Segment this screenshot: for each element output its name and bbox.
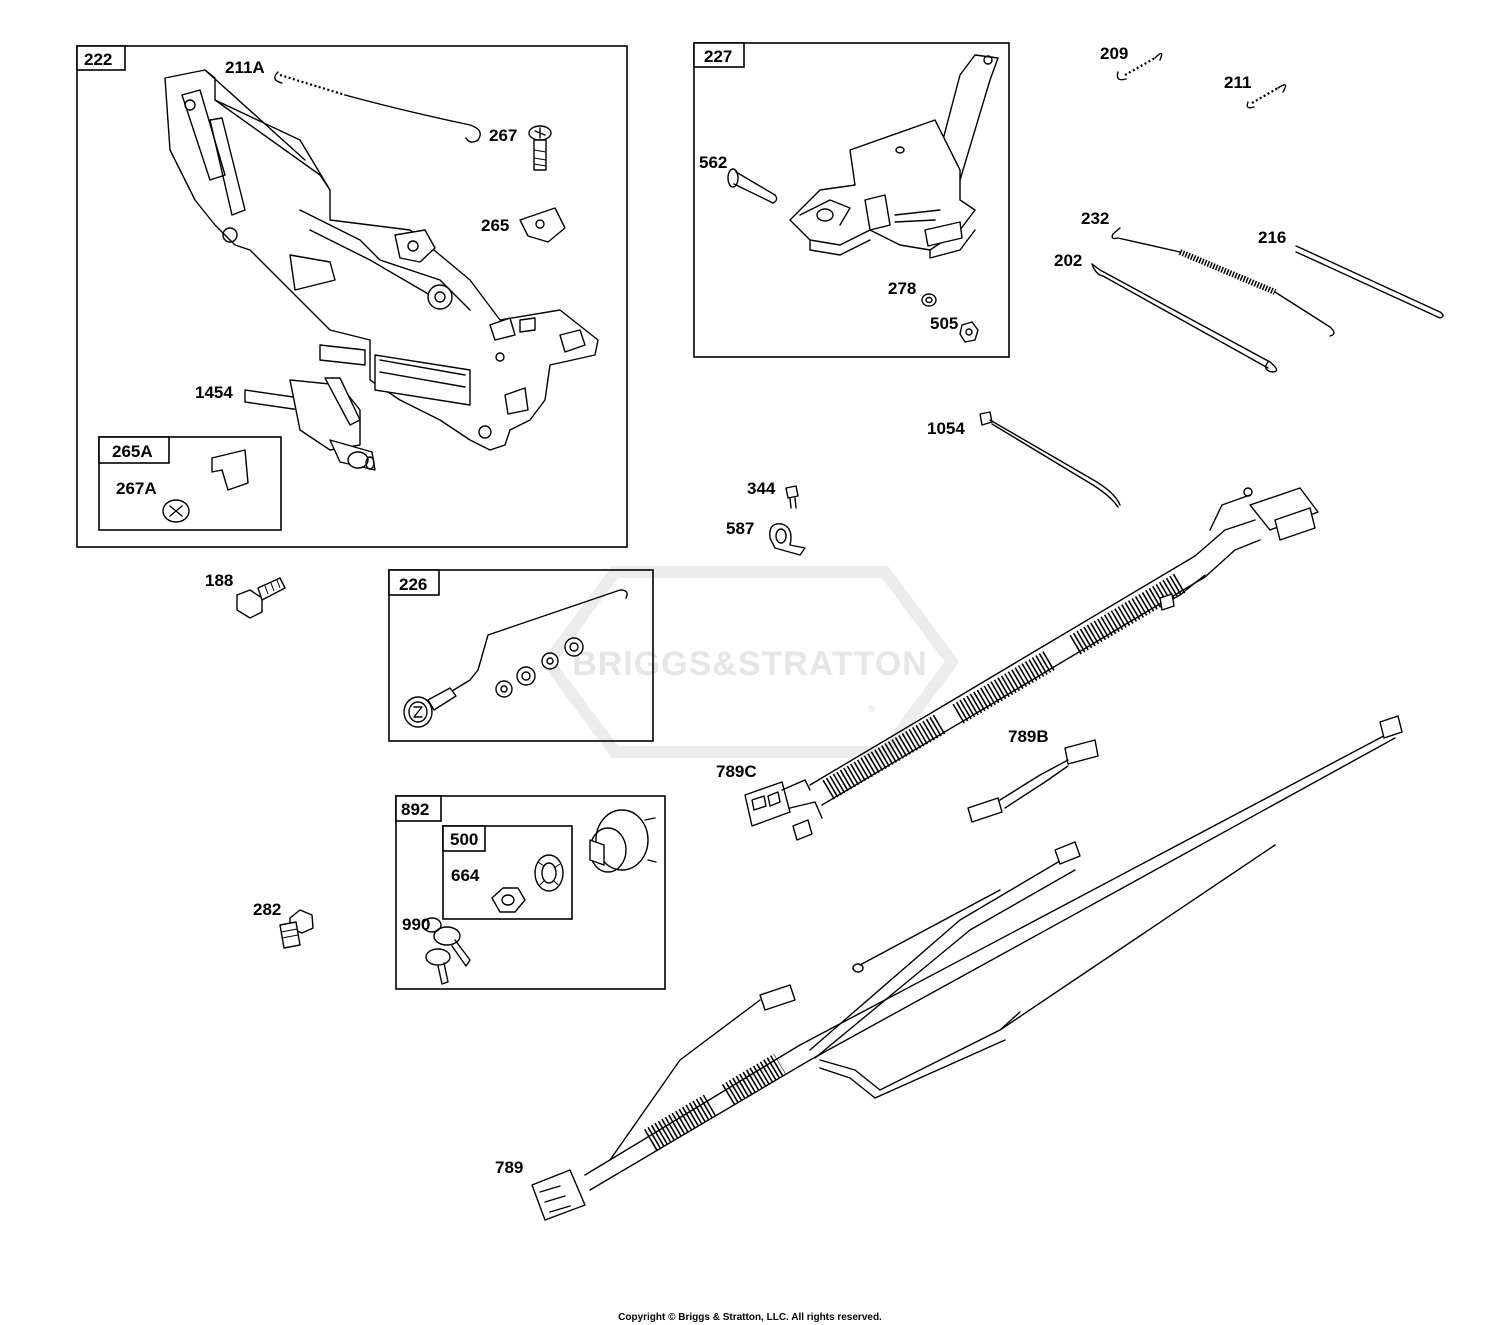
lock-washer-icon xyxy=(534,854,564,892)
group-222-tag xyxy=(76,45,126,71)
bolt-344 xyxy=(785,485,799,509)
group-222-frame xyxy=(76,45,628,548)
part-211A-label[interactable]: 211A xyxy=(225,58,265,77)
part-282-label[interactable]: 282 xyxy=(253,900,281,919)
group-226-label[interactable]: 226 xyxy=(399,575,427,594)
group-500-tag xyxy=(442,825,486,852)
group-892: 892 500 664 990 xyxy=(395,795,666,990)
clamp-587 xyxy=(769,523,806,556)
group-227-tag xyxy=(693,42,745,68)
group-226: 226 xyxy=(388,569,654,742)
wire-harness-789C xyxy=(744,487,1319,841)
copyright-notice: Copyright © Briggs & Stratton, LLC. All … xyxy=(618,1312,882,1323)
part-267-label[interactable]: 267 xyxy=(489,126,517,145)
part-265-label[interactable]: 265 xyxy=(481,216,509,235)
part-188-label[interactable]: 188 xyxy=(205,571,233,590)
control-lever-bracket xyxy=(789,54,999,259)
part-278-label[interactable]: 278 xyxy=(888,279,916,298)
group-227-frame xyxy=(693,42,1010,358)
group-222-label[interactable]: 222 xyxy=(84,50,112,69)
group-227: 227 562 278 xyxy=(693,42,1010,358)
briggs-stratton-watermark: BRIGGS&STRATTON ® xyxy=(540,566,960,758)
group-500-frame xyxy=(442,825,573,920)
link-rod-216 xyxy=(1295,245,1444,319)
bolt-188 xyxy=(236,577,286,619)
part-789-label[interactable]: 789 xyxy=(495,1158,523,1177)
keys-990 xyxy=(422,917,471,985)
part-789B-label[interactable]: 789B xyxy=(1008,727,1049,746)
part-216-label[interactable]: 216 xyxy=(1258,228,1286,247)
screw-267 xyxy=(528,125,552,171)
part-505-label[interactable]: 505 xyxy=(930,314,958,333)
group-222: 222 xyxy=(76,45,628,548)
clip-265 xyxy=(519,207,566,243)
part-587-label[interactable]: 587 xyxy=(726,519,754,538)
group-265A-tag xyxy=(98,436,170,464)
spring-209 xyxy=(1116,52,1163,81)
watermark-registered-mark: ® xyxy=(868,704,876,715)
group-892-frame xyxy=(395,795,666,990)
spring-211A xyxy=(274,71,481,143)
part-211-label[interactable]: 211 xyxy=(1224,73,1251,92)
group-500-label[interactable]: 500 xyxy=(450,830,478,849)
bolt-562 xyxy=(727,168,778,204)
switch-1454 xyxy=(244,377,376,471)
part-664-label[interactable]: 664 xyxy=(451,866,480,885)
group-265A-frame xyxy=(98,436,282,531)
part-1454-label[interactable]: 1454 xyxy=(195,383,233,402)
nut-664 xyxy=(491,887,526,913)
group-265A-label[interactable]: 265A xyxy=(112,442,153,461)
part-202-label[interactable]: 202 xyxy=(1054,251,1082,270)
clip-265A-icon xyxy=(211,449,249,491)
wire-harness-789 xyxy=(531,715,1403,1221)
cable-tie-1054 xyxy=(979,411,1121,508)
link-rod-202 xyxy=(1091,263,1278,373)
group-226-frame xyxy=(388,569,654,742)
ignition-switch xyxy=(589,809,657,873)
washer-278 xyxy=(921,293,937,307)
part-789C-label[interactable]: 789C xyxy=(716,762,757,781)
group-892-tag xyxy=(395,795,442,822)
part-1054-label[interactable]: 1054 xyxy=(927,419,965,438)
group-265A: 265A 267A xyxy=(98,436,282,531)
bolt-282 xyxy=(279,909,314,949)
part-209-label[interactable]: 209 xyxy=(1100,44,1128,63)
part-344-label[interactable]: 344 xyxy=(747,479,776,498)
nut-505 xyxy=(959,321,979,343)
group-227-label[interactable]: 227 xyxy=(704,47,732,66)
choke-washers xyxy=(495,637,584,698)
part-267A-label[interactable]: 267A xyxy=(116,479,157,498)
watermark-text: BRIGGS&STRATTON xyxy=(572,645,928,683)
jumper-harness-789B xyxy=(967,739,1099,823)
part-562-label[interactable]: 562 xyxy=(699,153,727,172)
group-892-label[interactable]: 892 xyxy=(401,800,429,819)
group-226-tag xyxy=(388,569,440,596)
choke-cable-knob xyxy=(403,589,628,728)
spring-rod-232 xyxy=(1111,227,1335,337)
spring-211 xyxy=(1246,84,1287,109)
governor-control-bracket xyxy=(164,69,599,451)
part-232-label[interactable]: 232 xyxy=(1081,209,1109,228)
part-990-label[interactable]: 990 xyxy=(402,915,430,934)
